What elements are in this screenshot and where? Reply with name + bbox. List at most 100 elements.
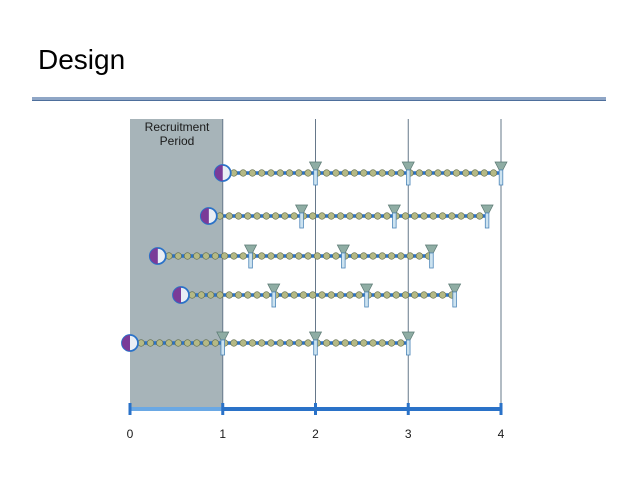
followup-dot: [267, 339, 275, 347]
followup-dot: [202, 252, 210, 260]
followup-dot: [221, 252, 229, 260]
followup-dot: [360, 339, 368, 347]
followup-dot: [350, 169, 359, 177]
followup-dot: [258, 252, 266, 260]
participant-timeline-3: [148, 244, 439, 269]
followup-dot: [156, 339, 164, 347]
followup-dot: [272, 212, 280, 220]
followup-dot: [397, 169, 405, 177]
axis-tick-label-4: 4: [498, 427, 505, 441]
followup-dot: [295, 252, 303, 260]
followup-dot: [253, 212, 261, 220]
followup-dot: [374, 212, 382, 220]
followup-dot: [193, 339, 201, 347]
visit-funnel-icon: [387, 204, 401, 214]
visit-funnel-icon: [448, 283, 462, 293]
followup-dot: [290, 212, 298, 220]
followup-dot: [323, 169, 331, 177]
followup-dot: [304, 252, 312, 260]
followup-dot: [225, 212, 233, 220]
followup-dot: [457, 212, 465, 220]
followup-dot: [360, 169, 368, 177]
visit-funnel-icon: [336, 244, 350, 254]
followup-dot: [276, 252, 284, 260]
followup-dot: [253, 291, 261, 299]
followup-dot: [244, 212, 252, 220]
participant-timeline-2: [199, 204, 494, 229]
followup-dot: [443, 169, 451, 177]
followup-dot: [420, 212, 428, 220]
followup-dot: [244, 291, 252, 299]
axis-tick-label-0: 0: [127, 427, 134, 441]
followup-dot: [401, 291, 410, 299]
followup-dot: [411, 212, 419, 220]
followup-dot: [225, 291, 233, 299]
followup-dot: [197, 291, 206, 299]
followup-dot: [216, 291, 224, 299]
visit-funnel-icon: [401, 161, 415, 171]
followup-dot: [234, 212, 243, 220]
followup-dot: [239, 339, 247, 347]
followup-dot: [434, 169, 442, 177]
visit-tube-icon: [248, 252, 253, 269]
visit-tube-icon: [313, 339, 318, 356]
followup-dot: [406, 252, 414, 260]
followup-dot: [262, 212, 270, 220]
followup-dot: [387, 252, 396, 260]
visit-tube-icon: [452, 291, 457, 308]
visit-funnel-icon: [480, 204, 494, 214]
followup-dot: [267, 252, 275, 260]
visit-funnel-icon: [308, 161, 323, 171]
visit-funnel-icon: [359, 283, 374, 293]
followup-dot: [281, 291, 289, 299]
followup-dot: [267, 169, 275, 177]
followup-dot: [285, 252, 294, 260]
visit-tube-icon: [484, 212, 490, 229]
followup-dot: [387, 339, 396, 347]
followup-dot: [392, 291, 400, 299]
recruitment-label-line1: Recruitment: [145, 120, 210, 134]
followup-dot: [327, 291, 335, 299]
followup-dot: [452, 169, 461, 177]
followup-dot: [234, 291, 243, 299]
followup-dot: [309, 291, 317, 299]
recruitment-label-line2: Period: [160, 134, 195, 148]
followup-dot: [183, 339, 192, 347]
followup-dot: [258, 339, 266, 347]
axis-tick-label-1: 1: [219, 427, 226, 441]
recruitment-period-band: [130, 119, 223, 409]
enrollment-half-icon: [149, 248, 158, 264]
followup-dot: [415, 169, 423, 177]
enrollment-half-icon: [122, 335, 130, 351]
followup-dot: [355, 291, 363, 299]
followup-dot: [193, 252, 201, 260]
followup-dot: [304, 169, 312, 177]
followup-dot: [239, 252, 247, 260]
followup-dot: [207, 291, 215, 299]
followup-dot: [374, 291, 382, 299]
followup-dot: [299, 291, 308, 299]
followup-dot: [248, 339, 257, 347]
followup-dot: [230, 252, 238, 260]
followup-dot: [346, 291, 354, 299]
followup-dot: [341, 339, 349, 347]
visit-tube-icon: [299, 212, 304, 229]
followup-dot: [174, 252, 182, 260]
followup-dot: [174, 339, 182, 347]
followup-dot: [369, 169, 377, 177]
followup-dot: [285, 169, 294, 177]
participant-timeline-5: [121, 331, 415, 356]
followup-dot: [471, 169, 479, 177]
followup-dot: [397, 252, 405, 260]
followup-dot: [364, 212, 372, 220]
slide-title: Design: [38, 44, 126, 75]
followup-dot: [429, 291, 437, 299]
followup-dot: [281, 212, 289, 220]
followup-dot: [323, 339, 331, 347]
visit-funnel-icon: [243, 244, 258, 254]
followup-dot: [378, 339, 386, 347]
visit-tube-icon: [498, 169, 504, 186]
followup-dot: [318, 291, 326, 299]
